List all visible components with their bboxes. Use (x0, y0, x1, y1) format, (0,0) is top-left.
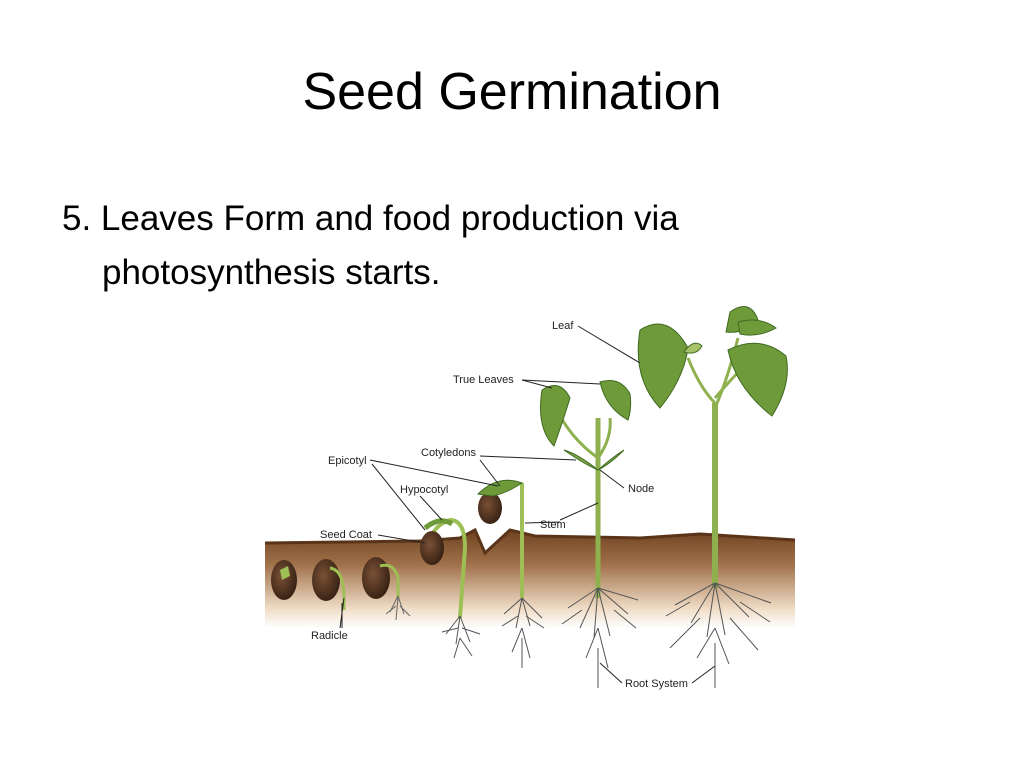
stage-2-seed (312, 559, 346, 629)
stage-1-seed (271, 560, 297, 600)
label-hypocotyl: Hypocotyl (400, 484, 448, 496)
label-epicotyl: Epicotyl (328, 455, 367, 467)
stage-4-seedling (420, 517, 481, 659)
label-leaf: Leaf (552, 320, 574, 332)
label-radicle: Radicle (311, 630, 348, 642)
stage-3-seed (362, 557, 411, 621)
label-true-leaves: True Leaves (453, 374, 514, 386)
label-root-system: Root System (625, 678, 688, 690)
label-node: Node (628, 483, 654, 495)
stage-7-plant (637, 306, 788, 688)
stage-5-seedling (476, 479, 545, 668)
label-cotyledons: Cotyledons (421, 447, 477, 459)
bullet-text: 5. Leaves Form and food production via p… (62, 199, 679, 292)
slide-title: Seed Germination (302, 63, 722, 121)
germination-diagram: Leaf True Leaves Cotyledons Epicotyl Hyp… (264, 306, 796, 690)
stage-6-plant (540, 380, 639, 688)
label-stem: Stem (540, 519, 566, 531)
label-seed-coat: Seed Coat (320, 529, 372, 541)
